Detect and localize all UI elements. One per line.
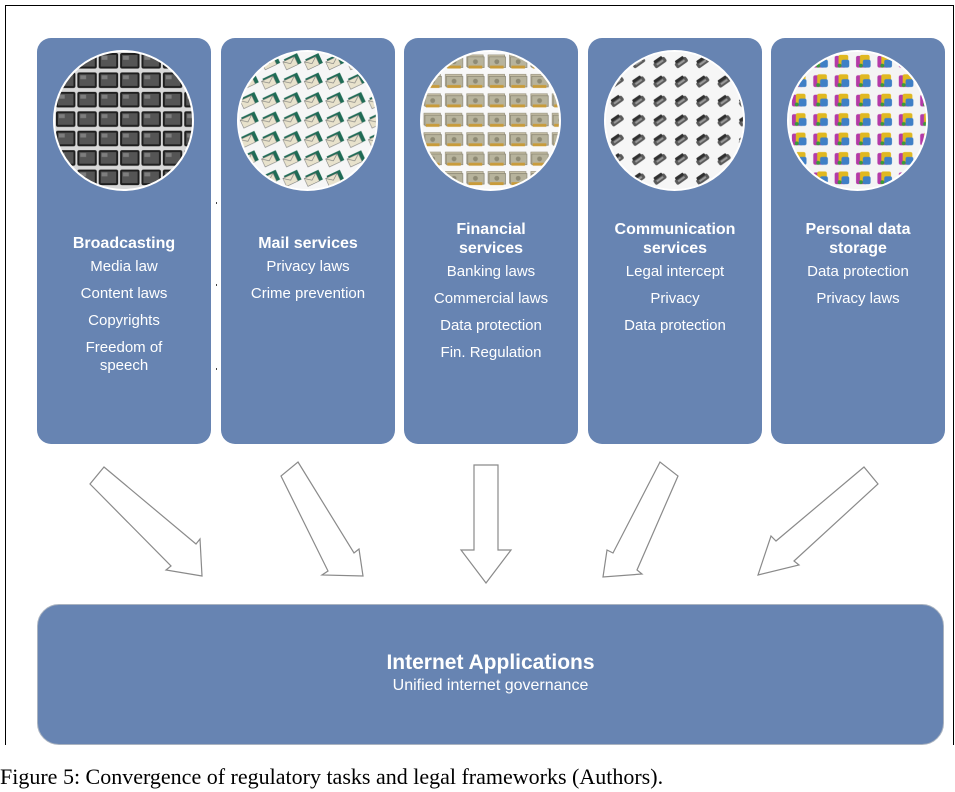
column-item: Fin. Regulation (440, 344, 542, 361)
arrow-down (459, 464, 513, 584)
column-item: Crime prevention (250, 285, 366, 302)
figure-caption: Figure 5: Convergence of regulatory task… (0, 764, 664, 789)
telephones-icon (604, 50, 745, 191)
column-item: Privacy (650, 290, 700, 307)
money-bills-icon (420, 50, 561, 191)
divider-tick (216, 284, 217, 286)
column-item: Media law (90, 258, 158, 275)
column-item: Copyrights (88, 312, 160, 329)
column-item: Data protection (807, 263, 909, 280)
bottom-subtitle: Unified internet governance (392, 677, 589, 694)
column-title: Communication services (614, 221, 736, 257)
column-financial-services: Financial services Banking laws Commerci… (404, 38, 578, 444)
internet-applications-box: Internet Applications Unified internet g… (37, 604, 944, 745)
column-item: Data protection (440, 317, 542, 334)
column-title: Broadcasting (72, 235, 176, 252)
column-item: Banking laws (446, 263, 536, 280)
column-title: Financial services (456, 221, 526, 257)
column-item: Legal intercept (625, 263, 725, 280)
divider-tick (216, 368, 217, 370)
column-mail-services: Mail services Privacy laws Crime prevent… (221, 38, 395, 444)
column-title: Personal data storage (805, 221, 911, 257)
bottom-title: Internet Applications (386, 651, 595, 674)
arrow-down-right-1 (89, 466, 203, 577)
column-item: Data protection (624, 317, 726, 334)
column-item: Privacy laws (266, 258, 350, 275)
arrow-down-left-1 (602, 461, 679, 578)
column-communication-services: Communication services Legal intercept P… (588, 38, 762, 444)
column-item: Freedom of speech (85, 339, 163, 374)
column-item: Privacy laws (816, 290, 900, 307)
column-personal-data-storage: Personal data storage Data protection Pr… (771, 38, 945, 444)
figure-frame (5, 5, 954, 745)
arrow-down-right-2 (280, 461, 364, 577)
column-item: Content laws (80, 285, 168, 302)
column-item: Commercial laws (433, 290, 549, 307)
tv-screens-icon (53, 50, 194, 191)
column-title: Mail services (258, 235, 358, 252)
column-broadcasting: Broadcasting Media law Content laws Copy… (37, 38, 211, 444)
arrow-down-left-2 (757, 466, 879, 576)
data-storage-icon (787, 50, 928, 191)
mail-envelopes-icon (237, 50, 378, 191)
divider-tick (216, 202, 217, 204)
